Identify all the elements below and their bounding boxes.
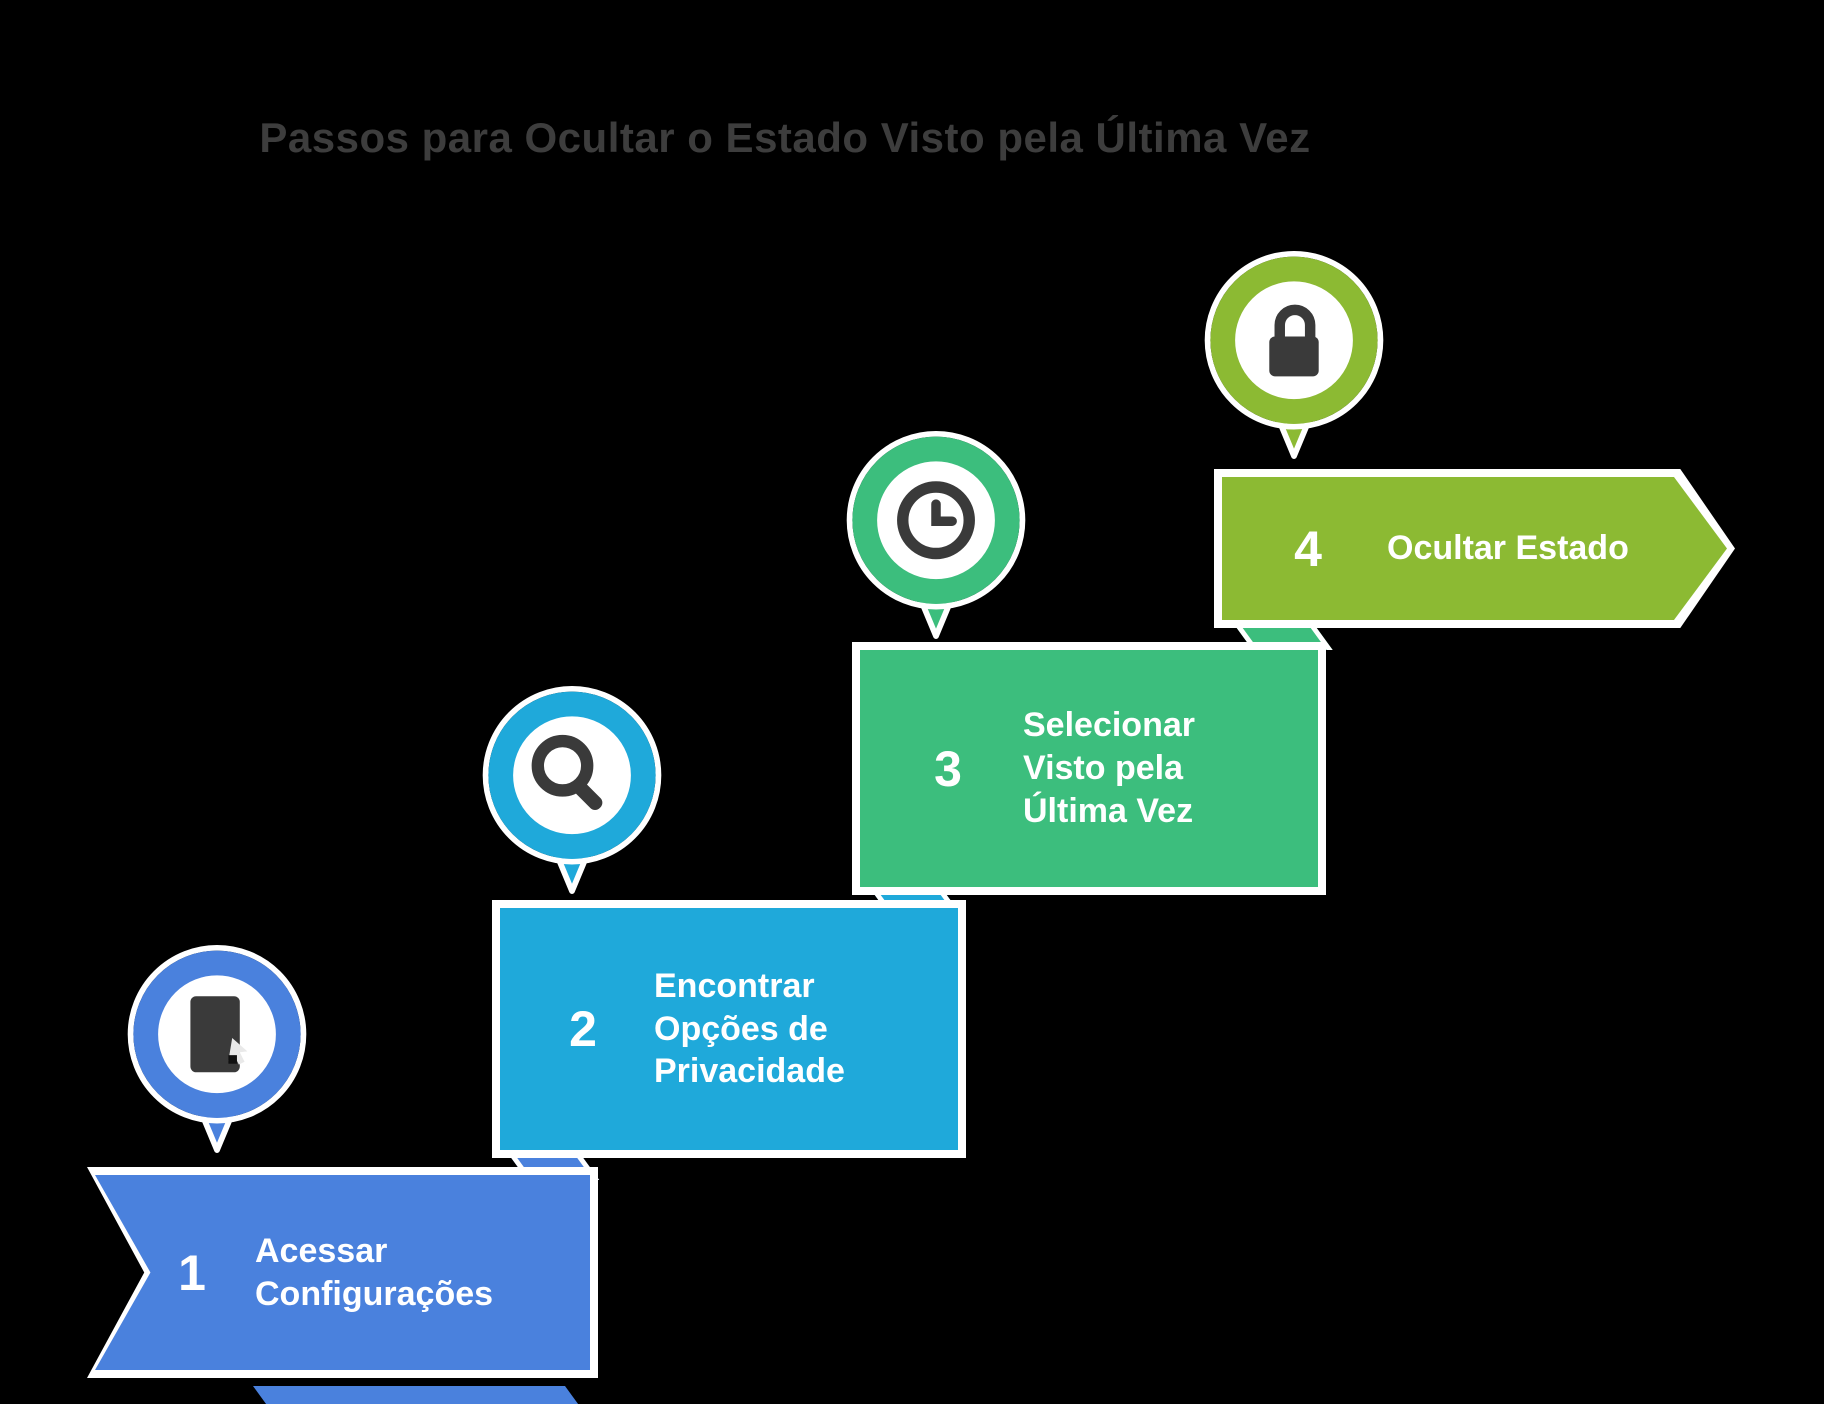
hide-status-lock-icon xyxy=(1204,250,1384,459)
step-1-number: 1 xyxy=(178,1244,206,1301)
smartphone-glyph xyxy=(190,996,248,1073)
step-2-number: 2 xyxy=(569,1001,597,1057)
next-step-edge xyxy=(253,1386,579,1404)
step-1-pin xyxy=(122,939,312,1177)
step-2-pin xyxy=(477,680,667,918)
padlock-glyph xyxy=(1269,304,1319,377)
find-options-icon xyxy=(482,685,662,894)
clock-glyph xyxy=(897,481,975,560)
step-3-banner: 3 Selecionar Visto pela Última Vez xyxy=(852,642,1326,895)
step-2-banner: 2 Encontrar Opções de Privacidade xyxy=(492,900,966,1158)
step-1-label: Acessar Configurações xyxy=(255,1231,494,1313)
magnifier-glyph xyxy=(531,734,603,810)
step-3-number: 3 xyxy=(934,740,962,797)
step-2-label: Encontrar Opções de Privacidade xyxy=(654,966,845,1091)
step-4-number: 4 xyxy=(1294,520,1322,577)
page-title: Passos para Ocultar o Estado Visto pela … xyxy=(259,114,1311,162)
step-3-label: Selecionar Visto pela Última Vez xyxy=(1023,706,1195,830)
step-4-banner: 4 Ocultar Estado xyxy=(1214,469,1735,628)
last-seen-clock-icon xyxy=(846,430,1026,639)
step-3-pin xyxy=(841,425,1031,663)
step-1-banner: 1 Acessar Configurações xyxy=(87,1167,598,1378)
step-4-pin xyxy=(1199,245,1389,483)
smartphone-settings-icon xyxy=(127,944,307,1153)
step-4-label: Ocultar Estado xyxy=(1387,529,1629,568)
